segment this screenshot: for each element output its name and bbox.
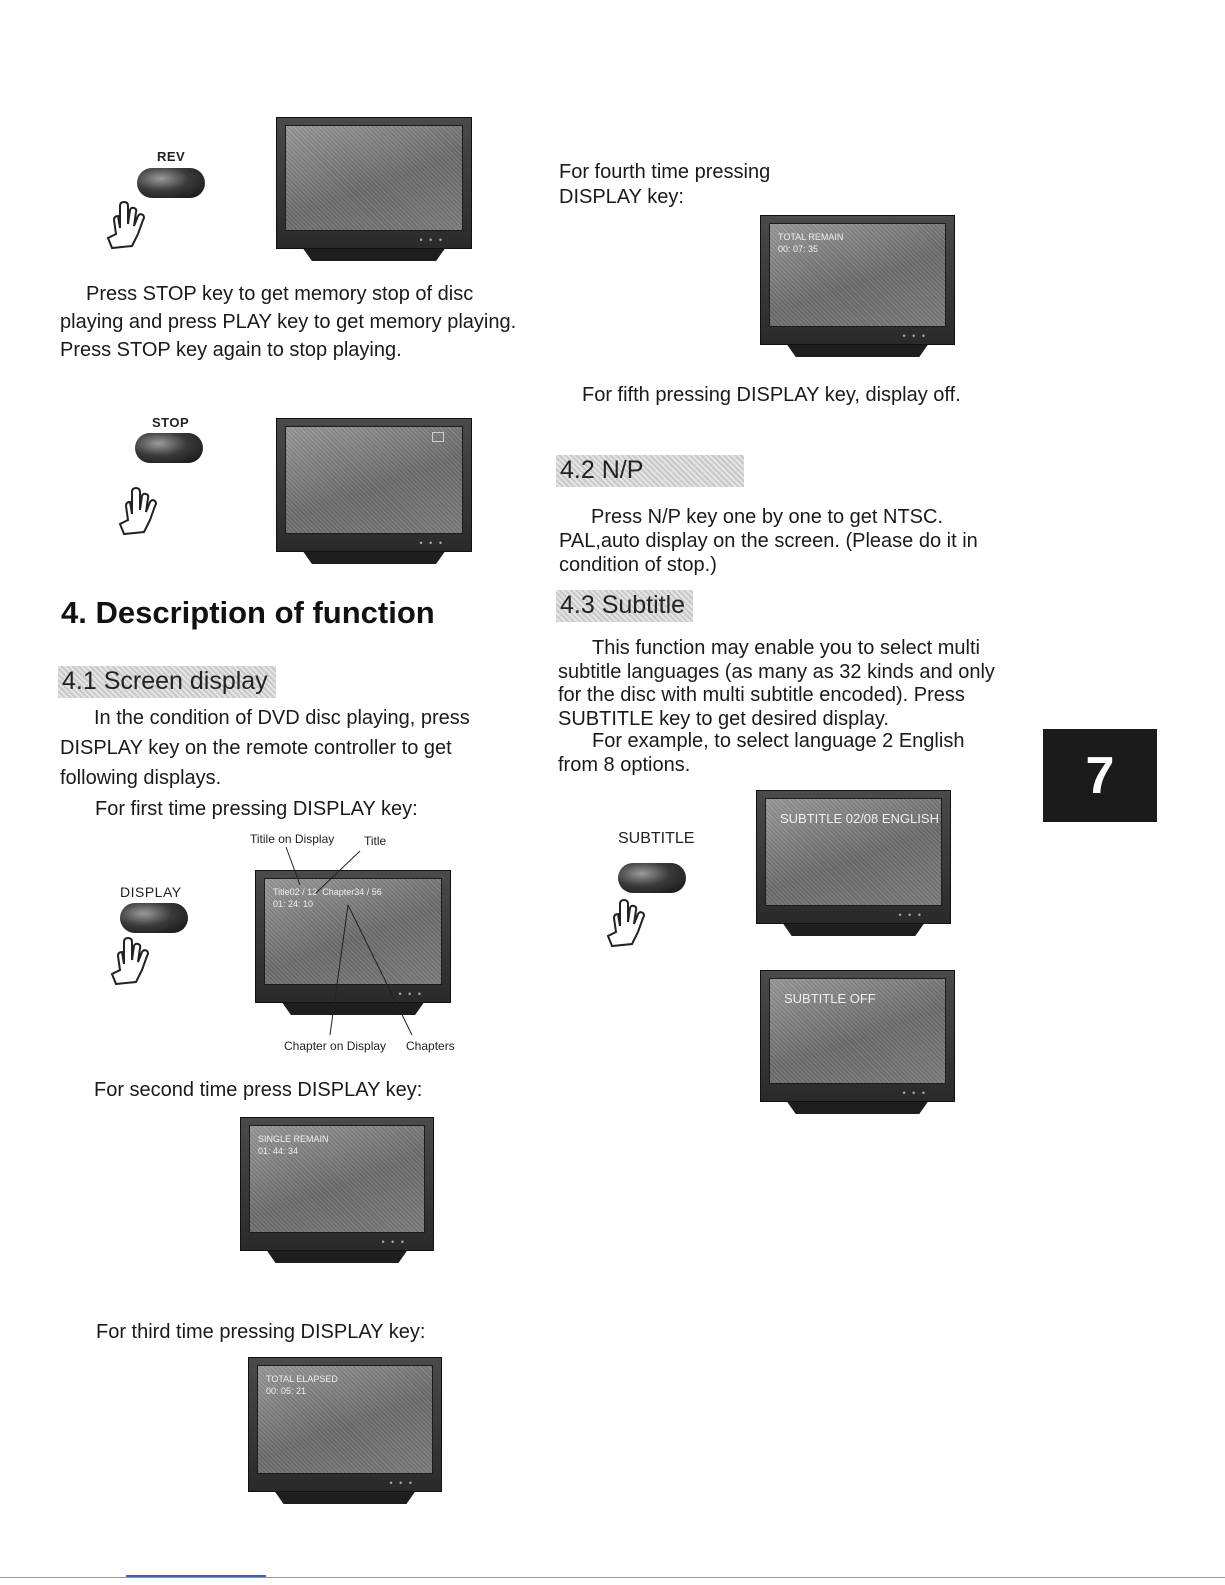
osd-subtitle-on-text: SUBTITLE 02/08 ENGLISH xyxy=(780,811,939,826)
tv-screen-rev: • • • xyxy=(276,117,472,261)
tv-screen-subtitle-on: SUBTITLE 02/08 ENGLISH• • • xyxy=(756,790,951,936)
osd-third-text: TOTAL ELAPSED 00: 05: 21 xyxy=(266,1374,338,1396)
bottom-rule xyxy=(0,1577,1225,1578)
annotation-chapters: Chapters xyxy=(406,1039,455,1053)
subtitle-button-icon xyxy=(618,863,686,893)
annotation-leader-lines xyxy=(285,846,413,1036)
pointing-hand-icon xyxy=(604,896,650,948)
third-press-caption: For third time pressing DISPLAY key: xyxy=(96,1321,426,1343)
subsection-4-1-heading: 4.1 Screen display xyxy=(58,666,276,698)
rev-key-label: REV xyxy=(157,149,186,164)
fourth-press-caption: For fourth time pressing DISPLAY key: xyxy=(559,161,771,208)
tv-screen-subtitle-off: SUBTITLE OFF• • • xyxy=(760,970,955,1114)
tv-screen-stop: • • • xyxy=(276,418,472,564)
stop-key-label: STOP xyxy=(152,415,190,430)
screen-display-intro: In the condition of DVD disc playing, pr… xyxy=(60,707,470,789)
osd-second-text: SINGLE REMAIN 01: 44: 34 xyxy=(258,1134,329,1156)
subtitle-key-label: SUBTITLE xyxy=(618,830,695,847)
stop-paragraph: Press STOP key to get memory stop of dis… xyxy=(60,283,517,361)
display-key-label: DISPLAY xyxy=(120,884,182,900)
tv-screen-fourth-display: TOTAL REMAIN 00: 07: 35• • • xyxy=(760,215,955,357)
second-press-caption: For second time press DISPLAY key: xyxy=(94,1079,423,1101)
annotation-title: Title xyxy=(364,834,387,848)
fifth-press-caption: For fifth pressing DISPLAY key, display … xyxy=(582,384,961,406)
pointing-hand-icon xyxy=(104,198,150,250)
tv-screen-third-display: TOTAL ELAPSED 00: 05: 21• • • xyxy=(248,1357,442,1504)
subtitle-example: For example, to select language 2 Englis… xyxy=(558,730,965,776)
rev-button-icon xyxy=(137,168,205,198)
osd-fourth-text: TOTAL REMAIN 00: 07: 35 xyxy=(778,232,844,254)
annotation-title-on-display: Titile on Display xyxy=(250,832,335,846)
subsection-4-3-heading: 4.3 Subtitle xyxy=(556,590,694,622)
stop-button-icon xyxy=(135,433,203,463)
annotation-chapter-on-display: Chapter on Display xyxy=(284,1039,387,1053)
tv-screen-second-display: SINGLE REMAIN 01: 44: 34• • • xyxy=(240,1117,434,1263)
page-number-tab: 7 xyxy=(1043,729,1157,822)
np-description: Press N/P key one by one to get NTSC. PA… xyxy=(559,506,978,576)
osd-subtitle-off-text: SUBTITLE OFF xyxy=(784,991,876,1006)
osd-first-text: Title02 / 12 Chapter34 / 56 01: 24: 10 xyxy=(273,887,382,909)
bottom-underline xyxy=(126,1575,266,1577)
section-title: 4. Description of function xyxy=(61,595,435,630)
first-press-caption: For first time pressing DISPLAY key: xyxy=(95,798,418,820)
display-button-icon xyxy=(120,903,188,933)
subsection-4-2-heading: 4.2 N/P xyxy=(556,455,744,487)
pointing-hand-icon xyxy=(108,934,154,986)
tv-screen-first-display: Title02 / 12 Chapter34 / 56 01: 24: 10• … xyxy=(255,870,451,1015)
pointing-hand-icon xyxy=(116,484,162,536)
subtitle-description: This function may enable you to select m… xyxy=(558,637,995,730)
